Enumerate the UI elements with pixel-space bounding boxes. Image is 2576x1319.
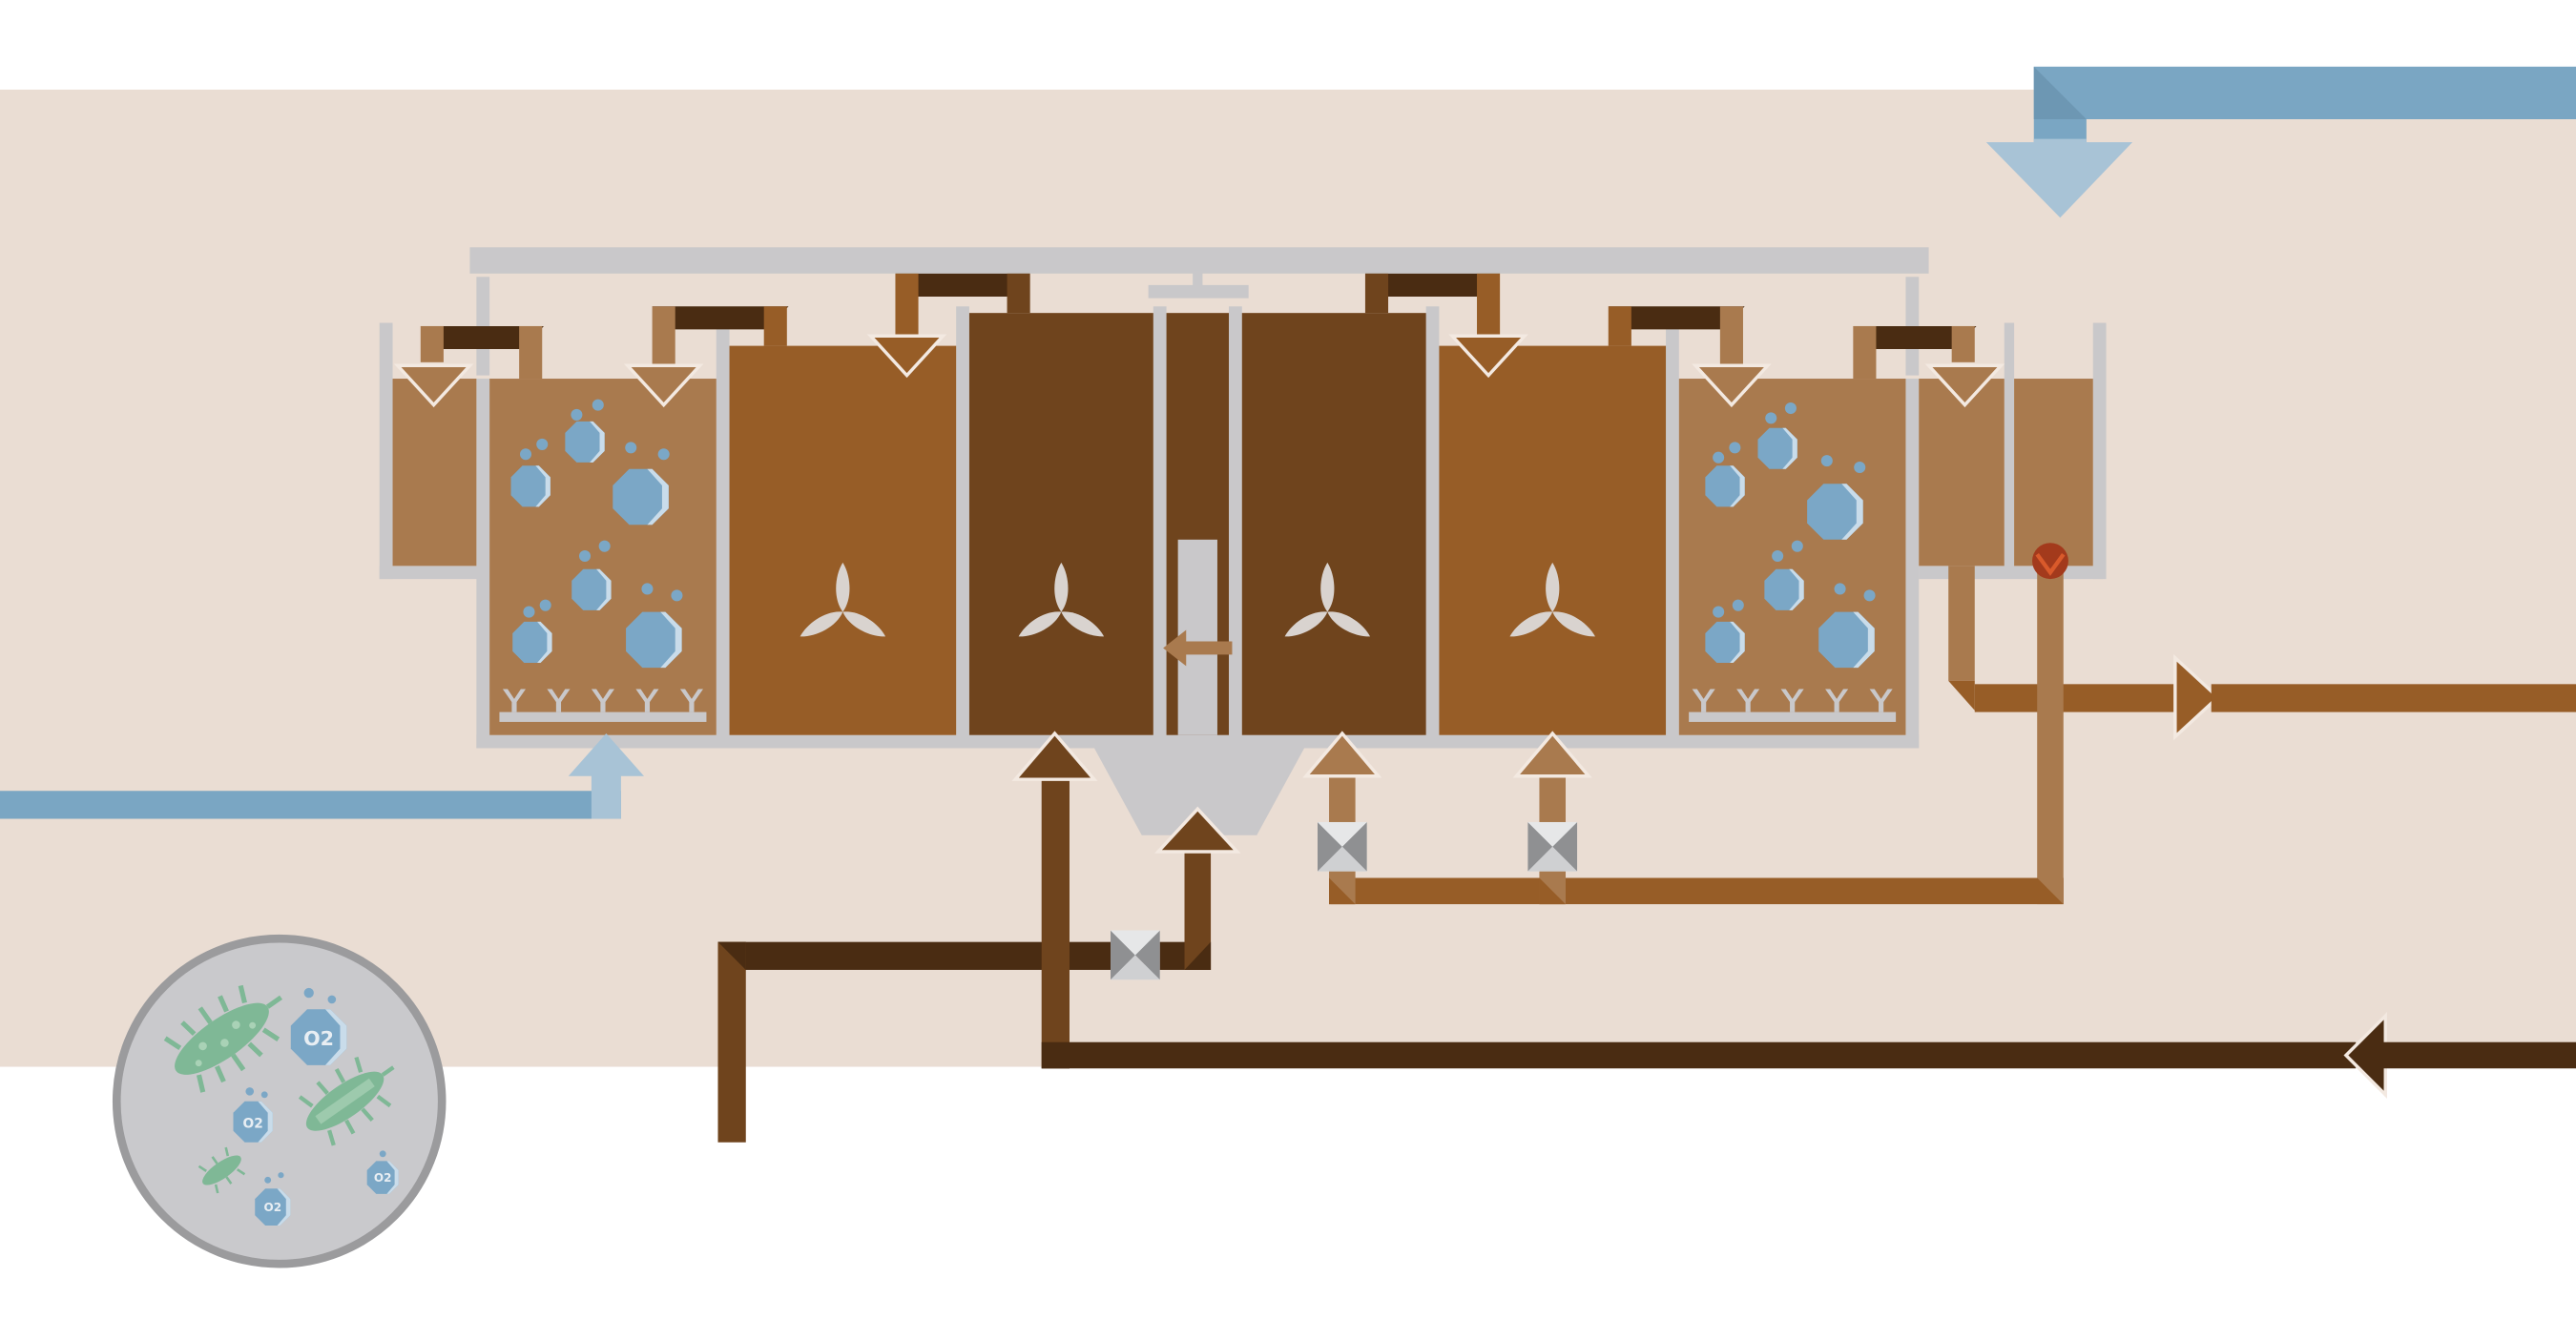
bubble-icon <box>1757 427 1797 469</box>
outlet-chamber-right-a <box>1919 379 2005 567</box>
bubble-icon <box>626 611 682 669</box>
diffusers-right <box>1689 689 1897 722</box>
bubble-icon <box>1729 442 1741 454</box>
sludge-arrow-up-icon <box>1154 806 1241 854</box>
o2-label: O2 <box>243 1116 263 1131</box>
tank-basins <box>392 313 2093 735</box>
bubble-icon <box>657 448 670 461</box>
recycle-arrow-up-icon <box>1302 731 1382 778</box>
bubble-icon <box>1732 599 1744 611</box>
outlet-chamber-right-b <box>2014 379 2093 567</box>
bubble-icon <box>1705 621 1745 663</box>
anoxic-zone-left <box>729 345 957 735</box>
return-arrow-up-icon <box>1011 731 1098 781</box>
bubble-icon <box>598 540 611 552</box>
bubble-icon <box>613 468 669 526</box>
weir-1 <box>393 325 544 408</box>
bacteria-icon <box>197 1146 246 1194</box>
bubble-icon <box>1705 465 1745 507</box>
arrow-down-icon <box>1692 363 1772 408</box>
weir-4 <box>1364 273 1528 379</box>
arrow-down-icon <box>623 363 704 408</box>
bubble-icon <box>565 421 605 463</box>
distribution-header <box>469 247 1929 376</box>
bubble-icon <box>1854 462 1866 474</box>
influent-pipe-top <box>1985 66 2576 218</box>
arrow-down-icon <box>393 363 474 408</box>
bubble-icon <box>625 442 637 454</box>
weir-3 <box>866 273 1030 379</box>
bubble-icon <box>1765 412 1777 424</box>
bubble-icon <box>1820 455 1833 467</box>
bubble-icon <box>1713 451 1725 464</box>
bubble-icon <box>536 438 549 450</box>
anoxic-zone-right <box>1439 345 1667 735</box>
internal-recycle-riser <box>2037 566 2064 905</box>
arrow-down-icon <box>1448 334 1528 379</box>
bubble-icon <box>519 448 532 461</box>
bubble-icon <box>1834 583 1846 595</box>
diffusers-left <box>499 689 707 722</box>
effluent-pipe <box>1948 566 2576 741</box>
return-sludge-line <box>1011 731 2576 1099</box>
bubble-icon <box>1863 589 1876 602</box>
bacteria-icon <box>163 984 283 1093</box>
aerobic-zone-right <box>1678 379 1906 735</box>
weir-6 <box>1853 325 2005 408</box>
bubble-icon <box>1807 484 1863 540</box>
overflow-weirs <box>393 273 2005 408</box>
microbe-inset: O2 O2 O2 O2 <box>112 934 447 1268</box>
bubble-icon <box>512 621 552 663</box>
bubble-icon <box>592 399 604 411</box>
sludge-line <box>717 806 1241 1143</box>
oxygen-bubble-icon: O2 <box>366 1150 399 1194</box>
influent-pipe-left <box>0 732 644 819</box>
bubble-icon <box>510 465 551 507</box>
bubble-icon <box>571 408 583 421</box>
bubble-icon <box>641 583 654 595</box>
bubble-icon <box>671 589 683 602</box>
valve-icon <box>1111 930 1160 980</box>
weir-2 <box>623 306 789 408</box>
bubble-icon <box>1772 549 1784 563</box>
bubble-icon <box>1791 540 1803 552</box>
o2-label: O2 <box>264 1201 282 1214</box>
internal-recycle-arrow-icon <box>1163 629 1233 667</box>
bubble-icon <box>539 599 551 611</box>
arrow-down-icon <box>866 334 947 379</box>
bacteria-icon <box>298 1056 395 1146</box>
internal-recycle-line <box>1302 731 2064 905</box>
bubble-icon <box>578 549 592 563</box>
anaerobic-zone-right <box>1241 313 1426 735</box>
weir-5 <box>1608 306 1772 408</box>
oxygen-bubble-icon: O2 <box>233 1087 273 1143</box>
influent-arrow-down-icon <box>1985 138 2133 218</box>
o2-label: O2 <box>303 1027 334 1050</box>
check-valve <box>2032 543 2068 580</box>
effluent-arrow-right-icon <box>2173 653 2221 741</box>
bubble-icon <box>1784 402 1797 415</box>
o2-label: O2 <box>374 1171 392 1185</box>
valve-icon <box>1317 821 1367 872</box>
anaerobic-zone-left <box>968 313 1153 735</box>
bubble-icon <box>1713 606 1725 618</box>
inlet-chamber-left <box>392 379 477 567</box>
bubble-icon <box>523 606 535 618</box>
bubble-icon <box>1818 611 1875 669</box>
arrow-down-icon <box>1924 363 2005 408</box>
bubble-icon <box>1764 568 1804 610</box>
recycle-arrow-up-icon <box>1512 731 1592 778</box>
valve-icon <box>1527 821 1578 872</box>
oxygen-bubble-icon: O2 <box>290 987 347 1065</box>
influent-arrow-up-icon <box>568 732 644 776</box>
oxygen-bubble-icon: O2 <box>255 1172 291 1226</box>
bubble-icon <box>571 568 612 610</box>
